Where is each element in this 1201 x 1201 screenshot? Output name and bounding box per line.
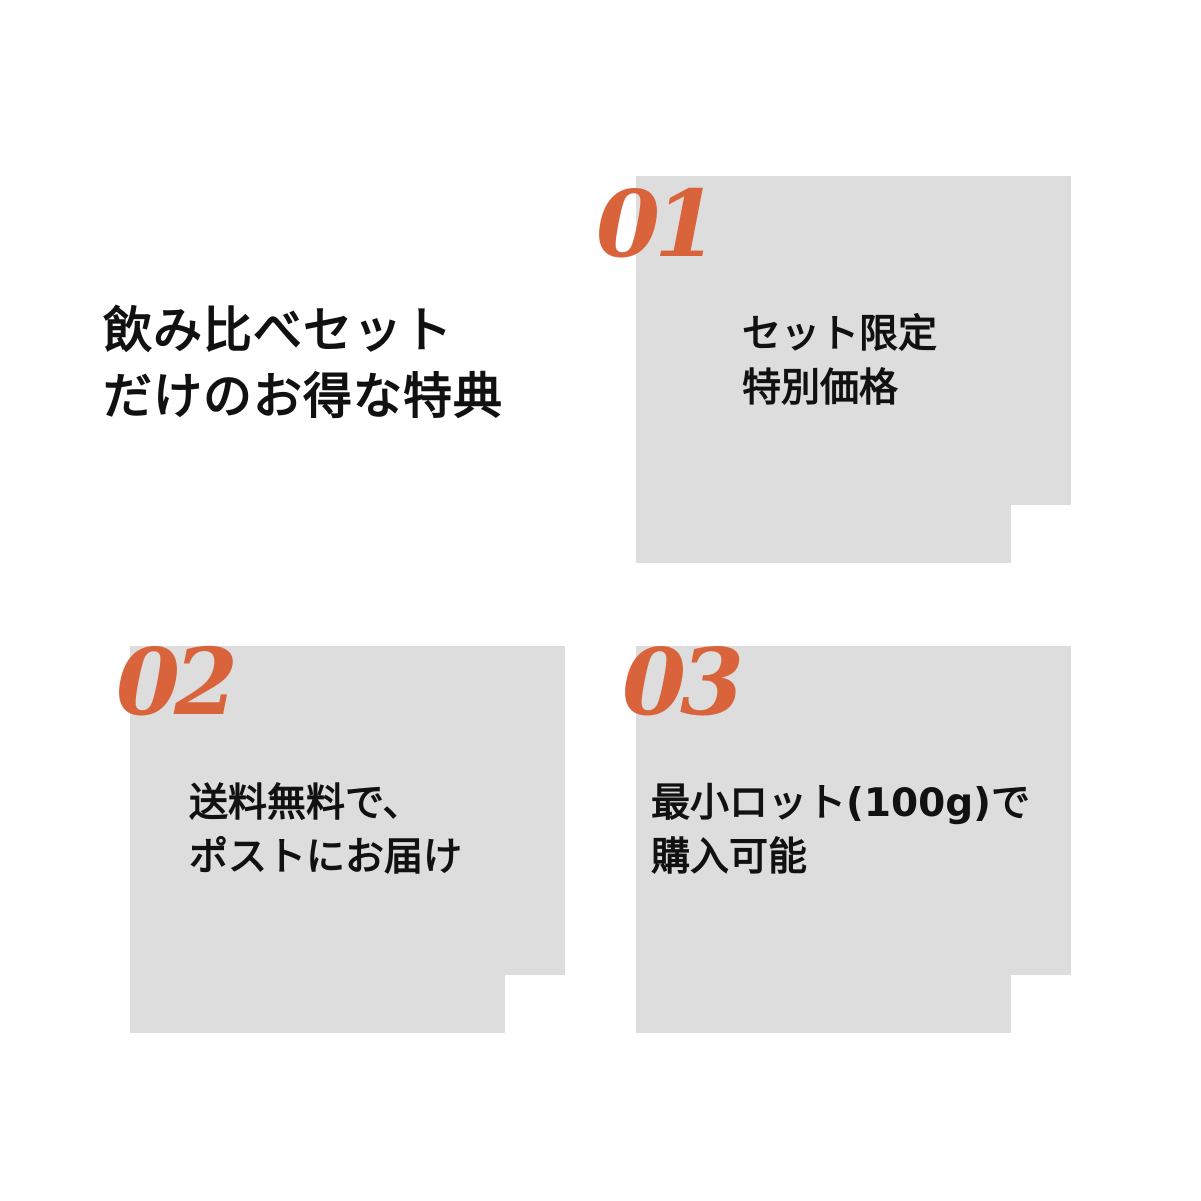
card-3-number: 03 <box>622 628 744 736</box>
card-3-line-1: 最小ロット(100g)で <box>651 781 1030 826</box>
card-2-text: 送料無料で、 ポストにお届け <box>189 777 462 885</box>
page-title-line-1: 飲み比べセット <box>103 302 454 359</box>
feature-card-2: 送料無料で、 ポストにお届け <box>130 646 565 1033</box>
card-2-line-1: 送料無料で、 <box>189 781 422 826</box>
feature-card-3: 最小ロット(100g)で 購入可能 <box>636 646 1071 1033</box>
card-1-line-1: セット限定 <box>742 312 938 357</box>
card-1-background <box>636 176 1071 563</box>
card-3-text: 最小ロット(100g)で 購入可能 <box>651 777 1030 885</box>
feature-card-1: セット限定 特別価格 <box>636 176 1071 563</box>
card-1-line-2: 特別価格 <box>742 366 899 411</box>
card-2-background <box>130 646 565 1033</box>
page-title: 飲み比べセット だけのお得な特典 <box>103 298 503 430</box>
page-title-line-2: だけのお得な特典 <box>103 368 504 425</box>
card-2-line-2: ポストにお届け <box>189 835 463 880</box>
card-3-line-2: 購入可能 <box>651 835 808 880</box>
card-2-number: 02 <box>116 628 238 736</box>
card-3-background <box>636 646 1071 1033</box>
card-1-text: セット限定 特別価格 <box>742 308 937 416</box>
card-1-number: 01 <box>596 170 718 278</box>
